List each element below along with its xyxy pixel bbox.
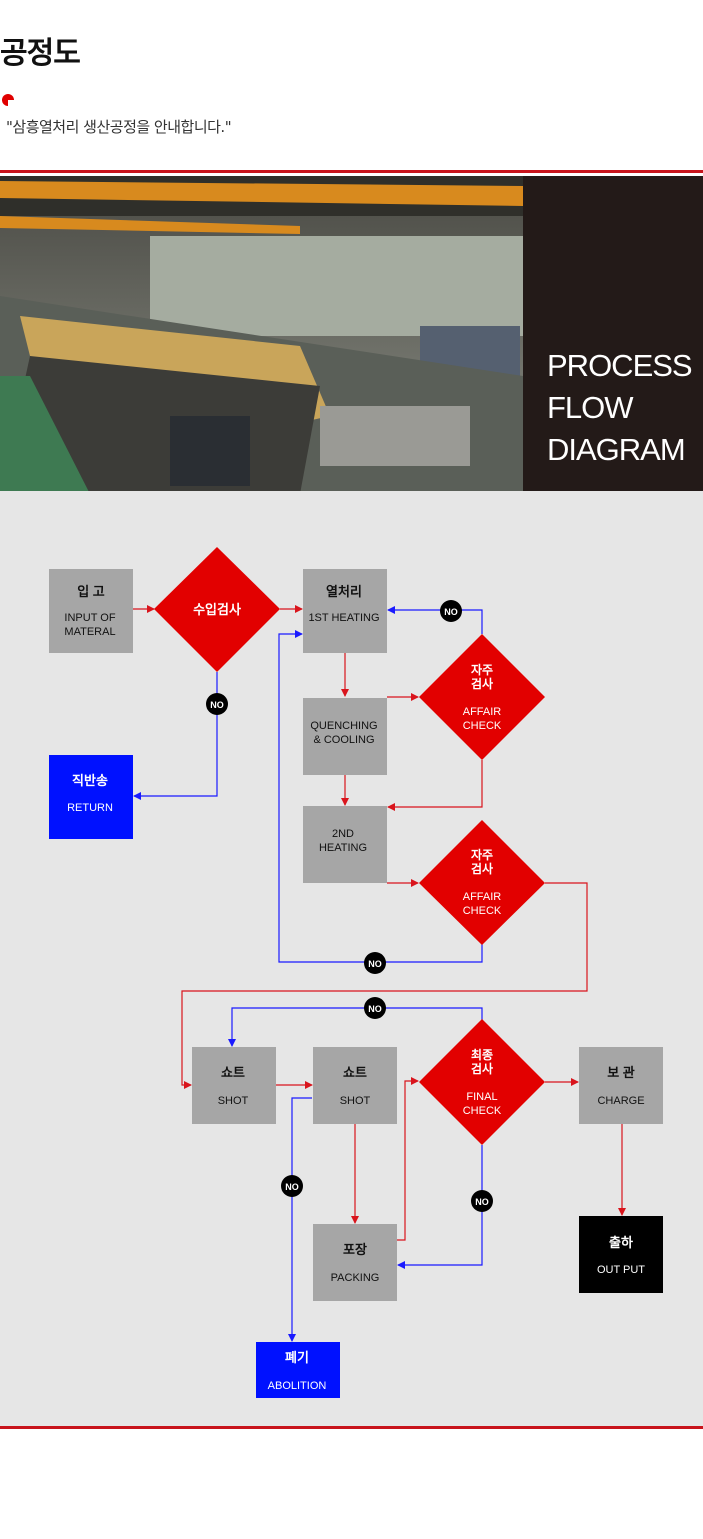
arrow-affair1-to-heating2 <box>387 760 483 811</box>
node-shot2-kr: 쇼트 <box>343 1065 367 1080</box>
node-charge: 보 관 CHARGE <box>579 1047 663 1124</box>
no-badge: NO <box>364 952 386 974</box>
banner-line-3: DIAGRAM <box>547 432 686 467</box>
node-charge-box <box>579 1047 663 1124</box>
node-input-en1: INPUT OF <box>64 612 115 624</box>
arrow-affair2-to-shot1 <box>181 882 588 1089</box>
flow-diagram-svg: 입 고 INPUT OF MATERAL 열처리 1ST HEATING QUE… <box>49 547 663 1398</box>
node-input: 입 고 INPUT OF MATERAL <box>49 569 133 653</box>
node-affair1-diamond <box>419 634 545 760</box>
node-final-check-en1: FINAL <box>466 1091 497 1103</box>
node-heating1-box <box>303 569 387 653</box>
node-output-kr: 출하 <box>609 1235 633 1250</box>
node-affair1-en1: AFFAIR <box>463 706 502 718</box>
node-affair1-kr1: 자주 <box>471 662 493 677</box>
node-heating1-kr: 열처리 <box>326 584 362 599</box>
arrow-affair1-retry <box>387 606 483 634</box>
no-badge: NO <box>206 693 228 715</box>
node-final-check: 최종 검사 FINAL CHECK <box>419 1019 545 1145</box>
node-packing-kr: 포장 <box>343 1242 367 1257</box>
node-incoming-check-kr: 수입검사 <box>193 602 241 617</box>
no-badge-label: NO <box>444 607 458 617</box>
node-shot2-box <box>313 1047 397 1124</box>
node-final-check-kr2: 검사 <box>471 1061 493 1076</box>
node-affair1: 자주 검사 AFFAIR CHECK <box>419 634 545 760</box>
node-abolition-en: ABOLITION <box>268 1380 327 1392</box>
no-badge-label: NO <box>210 700 224 710</box>
node-heating1-en: 1ST HEATING <box>308 612 379 624</box>
node-final-check-en2: CHECK <box>463 1105 502 1117</box>
node-return-kr: 직반송 <box>72 773 108 788</box>
banner-heading: PROCESS FLOW DIAGRAM <box>523 176 703 494</box>
node-affair2-en2: CHECK <box>463 905 502 917</box>
node-output-en: OUT PUT <box>597 1264 645 1276</box>
node-abolition-box <box>256 1342 340 1398</box>
node-input-en2: MATERAL <box>64 626 115 638</box>
node-final-check-kr1: 최종 <box>471 1047 493 1062</box>
no-badge-label: NO <box>475 1197 489 1207</box>
banner-line-1: PROCESS <box>547 348 693 383</box>
node-affair2-kr1: 자주 <box>471 847 493 862</box>
arrow-packing-to-final <box>397 1077 419 1241</box>
bullet-icon <box>2 94 15 107</box>
no-badge: NO <box>364 997 386 1019</box>
node-shot1-kr: 쇼트 <box>221 1065 245 1080</box>
arrow-affair2-retry <box>278 630 483 963</box>
node-incoming-check-diamond <box>154 547 280 672</box>
node-return-box <box>49 755 133 839</box>
no-badge: NO <box>440 600 462 622</box>
node-shot2: 쇼트 SHOT <box>313 1047 397 1124</box>
process-flow-diagram: 입 고 INPUT OF MATERAL 열처리 1ST HEATING QUE… <box>0 491 703 1429</box>
node-shot2-en: SHOT <box>340 1095 371 1107</box>
node-input-box <box>49 569 133 653</box>
banner-line-2: FLOW <box>547 390 634 425</box>
node-heating2-box <box>303 806 387 883</box>
factory-photo-illustration <box>0 176 523 494</box>
node-affair1-kr2: 검사 <box>471 676 493 691</box>
no-badge-label: NO <box>368 959 382 969</box>
arrow-check-to-return <box>133 672 218 800</box>
arrow-final-to-packing <box>397 1145 483 1269</box>
node-incoming-check: 수입검사 <box>154 547 280 672</box>
node-heating2-en1: 2ND <box>332 828 354 840</box>
node-return: 직반송 RETURN <box>49 755 133 839</box>
no-badge-label: NO <box>368 1004 382 1014</box>
node-shot1: 쇼트 SHOT <box>192 1047 276 1124</box>
node-affair2-kr2: 검사 <box>471 861 493 876</box>
node-quench-box <box>303 698 387 775</box>
node-packing-box <box>313 1224 397 1301</box>
node-affair2: 자주 검사 AFFAIR CHECK <box>419 820 545 945</box>
node-quench-en2: & COOLING <box>313 734 374 746</box>
node-charge-kr: 보 관 <box>607 1065 635 1080</box>
node-affair2-diamond <box>419 820 545 945</box>
node-input-kr: 입 고 <box>77 584 105 599</box>
node-affair2-en1: AFFAIR <box>463 891 502 903</box>
page-title: 공정도 <box>0 36 81 71</box>
node-charge-en: CHARGE <box>597 1095 644 1107</box>
node-heating2: 2ND HEATING <box>303 806 387 883</box>
node-shot1-box <box>192 1047 276 1124</box>
node-return-en: RETURN <box>67 802 113 814</box>
no-badge-label: NO <box>285 1182 299 1192</box>
node-quench: QUENCHING & COOLING <box>303 698 387 775</box>
node-heating2-en2: HEATING <box>319 842 367 854</box>
node-packing-en: PACKING <box>331 1272 380 1284</box>
arrow-final-to-shot1 <box>228 1007 483 1047</box>
banner: PROCESS FLOW DIAGRAM <box>0 170 703 494</box>
no-badge: NO <box>281 1175 303 1197</box>
no-badge: NO <box>471 1190 493 1212</box>
node-packing: 포장 PACKING <box>313 1224 397 1301</box>
factory-photo <box>0 176 523 494</box>
node-quench-en1: QUENCHING <box>310 720 377 732</box>
node-abolition: 폐기 ABOLITION <box>256 1342 340 1398</box>
node-abolition-kr: 폐기 <box>285 1350 309 1365</box>
arrow-shot2-to-abolition <box>288 1097 312 1342</box>
node-output: 출하 OUT PUT <box>579 1216 663 1293</box>
node-heating1: 열처리 1ST HEATING <box>303 569 387 653</box>
page-subtitle: "삼흥열처리 생산공정을 안내합니다." <box>6 118 232 136</box>
node-final-check-diamond <box>419 1019 545 1145</box>
node-affair1-en2: CHECK <box>463 720 502 732</box>
node-output-box <box>579 1216 663 1293</box>
node-shot1-en: SHOT <box>218 1095 249 1107</box>
